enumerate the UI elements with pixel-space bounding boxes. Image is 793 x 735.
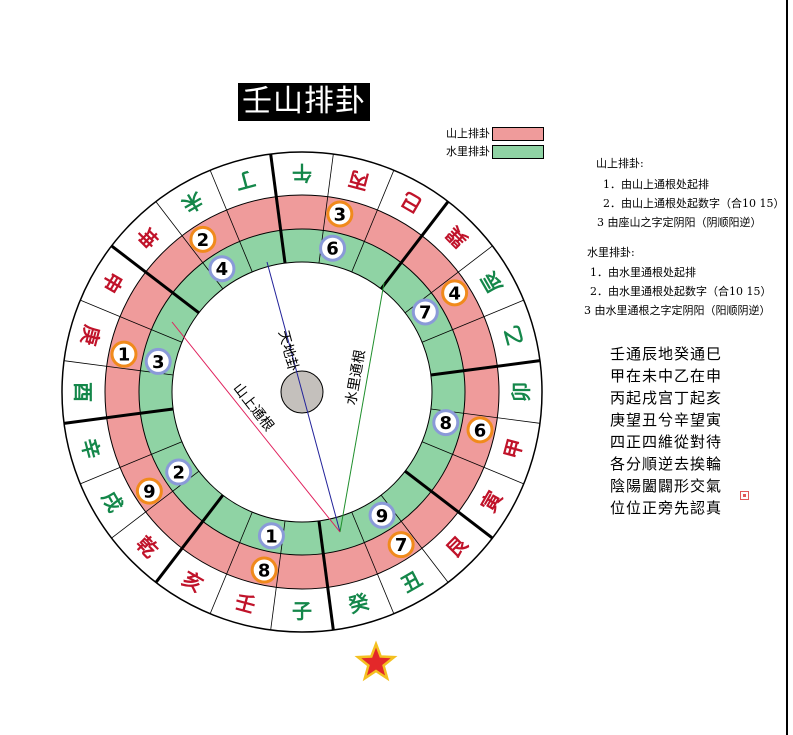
mountain-note-3: 3 由座山之字定阴阳（阴顺阳逆） xyxy=(597,216,762,229)
mountain-star: 3 xyxy=(334,204,347,225)
water-star-ring xyxy=(432,409,460,437)
spoke-line xyxy=(209,170,253,273)
water-star-ring xyxy=(368,501,396,529)
direction-char: 卯 xyxy=(509,382,533,402)
direction-char: 子 xyxy=(292,599,312,623)
spoke-line xyxy=(80,441,183,485)
wheel-spokes xyxy=(63,153,541,631)
mountain-star: 6 xyxy=(474,420,487,441)
frame-border-line xyxy=(786,0,788,735)
spoke-line xyxy=(421,441,524,485)
heaven-earth-line xyxy=(266,261,341,533)
mountain-note-1: 1．由山上通根处起排 xyxy=(603,178,709,191)
star-marker-icon xyxy=(354,640,398,682)
spoke-line xyxy=(80,299,183,343)
spoke-line xyxy=(430,359,541,377)
seal-stamp xyxy=(740,491,749,500)
water-star: 2 xyxy=(172,463,185,484)
mountain-star-ring xyxy=(441,279,469,307)
water-star-ring xyxy=(165,458,193,486)
water-star-ring xyxy=(411,298,439,326)
legend-swatch-water xyxy=(492,145,544,159)
mountain-root-line xyxy=(171,321,341,533)
poem-line-3: 丙起戌宫丁起亥 xyxy=(610,389,723,407)
spoke-line xyxy=(351,170,395,273)
poem-line-4: 庚望丑兮辛望寅 xyxy=(610,411,723,429)
water-note-1: 1．由水里通根处起排 xyxy=(590,266,696,279)
poem-line-2: 甲在未中乙在申 xyxy=(610,367,723,385)
spoke-line xyxy=(154,494,225,584)
spoke-line xyxy=(110,244,200,315)
mountain-star: 8 xyxy=(258,561,271,582)
poem-line-5: 四正四維從對待 xyxy=(610,433,723,451)
direction-char: 午 xyxy=(292,161,312,185)
spoke-line xyxy=(63,407,174,425)
water-star: 1 xyxy=(265,526,278,547)
water-star: 6 xyxy=(326,239,339,260)
spoke-line xyxy=(421,299,524,343)
mountain-star: 9 xyxy=(143,482,156,503)
legend-swatch-mountain xyxy=(492,127,544,141)
mountain-star-ring xyxy=(110,340,138,368)
water-star-ring xyxy=(257,522,285,550)
water-star-ring xyxy=(319,234,347,262)
legend-label-water: 水里排卦 xyxy=(446,145,490,158)
mountain-star: 1 xyxy=(118,345,131,366)
spoke-line xyxy=(404,469,494,540)
poem-line-1: 壬通辰地癸通巳 xyxy=(610,345,723,363)
mountain-star: 2 xyxy=(197,230,210,251)
mountain-note-2: 2．由山上通根处起数字（合10 15） xyxy=(603,197,785,210)
spoke-line xyxy=(209,511,253,614)
water-star-ring xyxy=(208,255,236,283)
spoke-line xyxy=(351,511,395,614)
poem-line-7: 陰陽闔闢形交氣 xyxy=(610,477,723,495)
water-star: 9 xyxy=(376,506,389,527)
water-star: 3 xyxy=(152,352,165,373)
mountain-star-ring xyxy=(250,556,278,584)
water-star: 7 xyxy=(419,302,432,323)
star-numbers: 8 9 1 2 3 4 6 7 1 2 3 4 6 7 8 9 xyxy=(110,200,494,584)
water-star-ring xyxy=(144,347,172,375)
mountain-star: 7 xyxy=(395,535,408,556)
spoke-line xyxy=(317,520,335,631)
water-notes-title: 水里排卦: xyxy=(587,246,635,259)
legend-label-mountain: 山上排卦 xyxy=(446,127,490,140)
water-root-line xyxy=(339,282,385,533)
poem-line-6: 各分順逆去挨輪 xyxy=(610,455,723,473)
spoke-line xyxy=(379,200,450,290)
direction-char: 酉 xyxy=(71,382,95,402)
mountain-star-ring xyxy=(387,531,415,559)
mountain-star: 4 xyxy=(448,283,461,304)
guide-lines xyxy=(171,261,385,533)
water-star: 8 xyxy=(440,413,453,434)
mountain-star-ring xyxy=(466,416,494,444)
poem-line-8: 位位正旁先認真 xyxy=(610,499,723,517)
diagram-title: 壬山排卦 xyxy=(238,83,370,121)
water-note-2: 2．由水里通根处起数字（合10 15） xyxy=(590,285,772,298)
mountain-star-ring xyxy=(135,477,163,505)
spoke-line xyxy=(269,153,287,264)
water-star: 4 xyxy=(216,259,229,280)
water-note-3: 3 由水里通根之字定阴阳（阳顺阴逆） xyxy=(584,304,771,317)
mountain-notes-title: 山上排卦: xyxy=(596,157,644,170)
mountain-star-ring xyxy=(189,225,217,253)
mountain-star-ring xyxy=(326,200,354,228)
